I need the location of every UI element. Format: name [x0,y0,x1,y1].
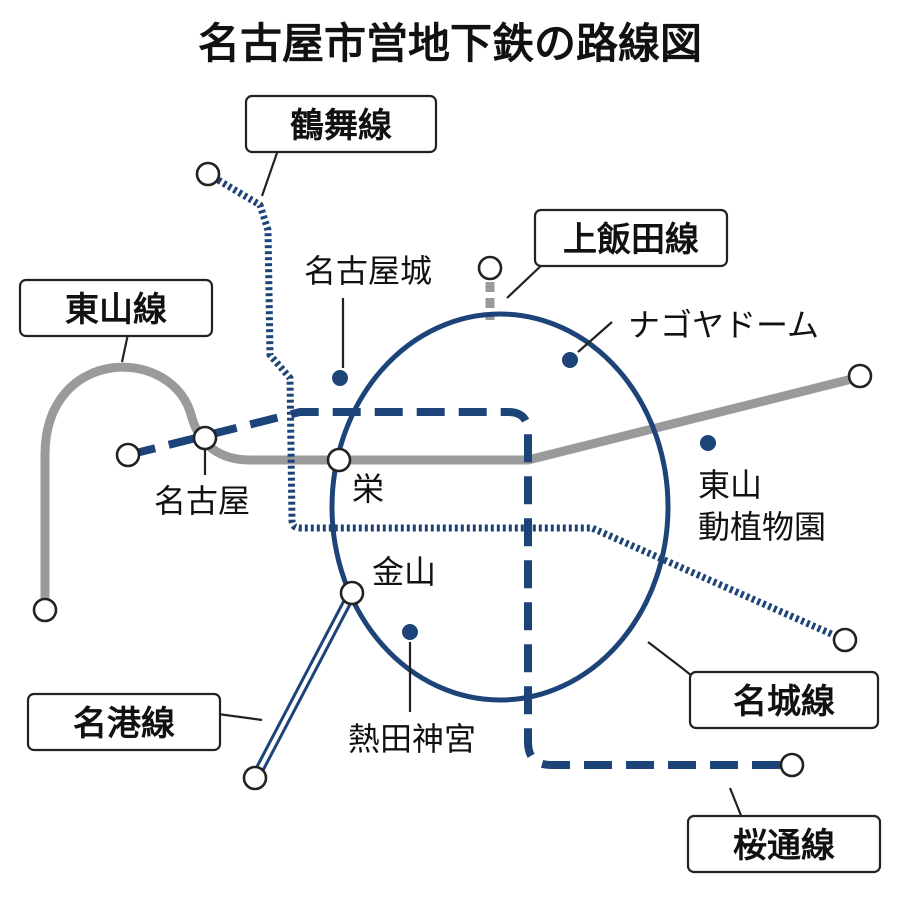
nagoya-dome-label: ナゴヤドーム [628,306,819,344]
tsurumai-callout: 鶴舞線 [244,94,438,197]
higashiyama-terminal-east [847,363,873,389]
zoo-label-line2: 動植物園 [698,508,826,546]
kamiiida-callout-label: 上飯田線 [563,220,699,260]
tsurumai-terminal-south [832,627,858,653]
higashiyama-callout-box [18,278,214,338]
atsuta-shrine-dot [402,624,418,640]
nagoya-station-label: 名古屋 [154,482,250,520]
nagoya-dome-dot [562,352,578,368]
meijo-callout-box [688,670,880,730]
kamiiida-callout-pointer [506,261,546,299]
sakae-station [326,447,352,473]
meiko-line-inner [253,592,354,779]
tsurumai-callout-pointer [260,149,280,197]
nagoya-station [192,425,218,451]
tsurumai-line [206,170,847,644]
higashiyama-line [40,362,865,613]
nagoya-dome-leader [577,321,613,353]
zoo-label-line1: 東山 [698,466,762,504]
sakae-station-label: 栄 [352,470,384,508]
sakuradori-callout-label: 桜通線 [733,826,835,866]
zoo-dot [700,435,716,451]
kamiiida-terminal [477,255,503,281]
meijo-callout-pointer [647,641,693,677]
meijo-callout-label: 名城線 [733,682,835,722]
sakuradori-callout: 桜通線 [686,787,882,874]
tsurumai-callout-label: 鶴舞線 [290,106,392,146]
higashiyama-callout: 東山線 [18,278,214,363]
meiko-callout-label: 名港線 [73,704,175,744]
nagoya-castle-label: 名古屋城 [304,252,432,290]
higashiyama-terminal-west [32,597,58,623]
tsurumai-terminal-north [195,161,221,187]
meiko-terminal [242,765,268,791]
tsurumai-callout-box [244,94,438,154]
higashiyama-callout-label: 東山線 [65,290,167,330]
map-title: 名古屋市営地下鉄の路線図 [198,19,702,68]
meiko-callout: 名港線 [26,692,263,752]
kamiiida-callout-box [533,208,729,268]
sakuradori-line [127,408,792,769]
sakuradori-callout-box [686,814,882,874]
sakuradori-terminal-west [115,442,141,468]
atsuta-shrine-label: 熱田神宮 [348,720,476,758]
nagoya-castle-dot [332,370,348,386]
kanayama-station [339,580,365,606]
kanayama-station-label: 金山 [372,553,436,591]
higashiyama-callout-pointer [120,333,130,363]
sakuradori-terminal-east [779,752,805,778]
meijo-line [329,311,671,703]
meijo-callout: 名城線 [647,641,880,730]
meiko-callout-box [26,692,222,752]
kamiiida-callout: 上飯田線 [506,208,729,299]
meiko-callout-pointer [217,712,263,722]
sakuradori-callout-pointer [728,787,744,819]
